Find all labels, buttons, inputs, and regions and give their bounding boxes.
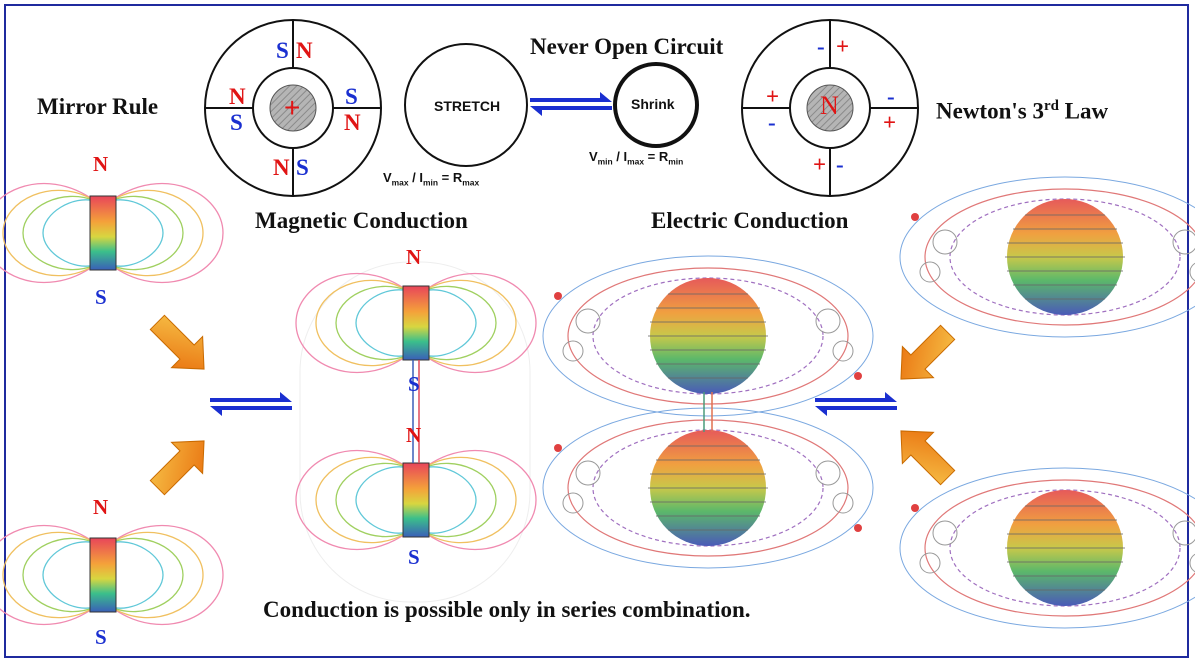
magnet-top-left-n: N xyxy=(93,152,109,176)
shrink-circle xyxy=(613,62,699,148)
ring-left-core-plus: + xyxy=(284,92,301,123)
ring-right-plus-top: + xyxy=(836,34,850,59)
outer-frame xyxy=(4,4,1189,658)
orange-arrow-down-left xyxy=(900,324,956,380)
stretch-circle xyxy=(404,43,528,167)
sphere-bottom-right xyxy=(899,467,1195,629)
ring-left-s-top: S xyxy=(276,38,289,63)
newtons-law-title: Newton's 3rd Law xyxy=(936,98,1109,124)
formula-max: Vmax / Imin = Rmax xyxy=(383,170,480,188)
electric-conduction-title: Electric Conduction xyxy=(651,208,849,233)
ring-left-n-bottom: N xyxy=(273,155,290,180)
magnet-top-left xyxy=(0,184,223,283)
ring-right-plus-right: + xyxy=(883,110,897,135)
ring-left-s-right: S xyxy=(345,84,358,109)
magnet-bottom-left-s: S xyxy=(95,625,107,649)
magnet-bottom-left xyxy=(0,526,223,625)
magnetic-lower-s: S xyxy=(408,545,420,569)
electric-conduction-panel xyxy=(542,255,874,569)
ring-left-n-top: N xyxy=(296,38,313,63)
shrink-label: Shrink xyxy=(631,96,675,112)
pole-ring-left xyxy=(204,19,382,197)
never-open-circuit-title: Never Open Circuit xyxy=(530,34,724,59)
ring-right-core-n: N xyxy=(820,91,839,120)
footer-caption: Conduction is possible only in series co… xyxy=(263,597,751,622)
ring-left-s-left: S xyxy=(230,110,243,135)
orange-arrow-up-right xyxy=(149,440,205,496)
magnet-top-left-s: S xyxy=(95,285,107,309)
magnetic-lower-n: N xyxy=(406,423,422,447)
ring-left-n-right: N xyxy=(344,110,361,135)
magnet-bottom-left-n: N xyxy=(93,495,109,519)
ring-left-n-left: N xyxy=(229,84,246,109)
magnetic-conduction-panel xyxy=(296,261,536,603)
sphere-top-right xyxy=(899,176,1195,338)
magnetic-conduction-title: Magnetic Conduction xyxy=(255,208,468,233)
formula-min: Vmin / Imax = Rmin xyxy=(589,149,684,167)
magnetic-upper-n: N xyxy=(406,245,422,269)
equilibrium-arrows-right xyxy=(815,392,897,416)
ring-right-minus-left: - xyxy=(768,110,776,135)
equilibrium-arrows-top xyxy=(530,92,612,116)
ring-right-plus-bottom: + xyxy=(813,152,827,177)
ring-left-s-bottom: S xyxy=(296,155,309,180)
ring-right-minus-right: - xyxy=(887,84,895,109)
orange-arrow-up-left xyxy=(900,430,956,486)
stretch-label: STRETCH xyxy=(434,98,501,114)
mirror-rule-title: Mirror Rule xyxy=(37,94,159,119)
ring-right-plus-left: + xyxy=(766,84,780,109)
ring-right-minus-top: - xyxy=(817,34,825,59)
equilibrium-arrows-left xyxy=(210,392,292,416)
ring-right-minus-bottom: - xyxy=(836,152,844,177)
pole-ring-right xyxy=(741,19,919,197)
orange-arrow-down-right xyxy=(149,314,205,370)
magnetic-upper-s: S xyxy=(408,372,420,396)
